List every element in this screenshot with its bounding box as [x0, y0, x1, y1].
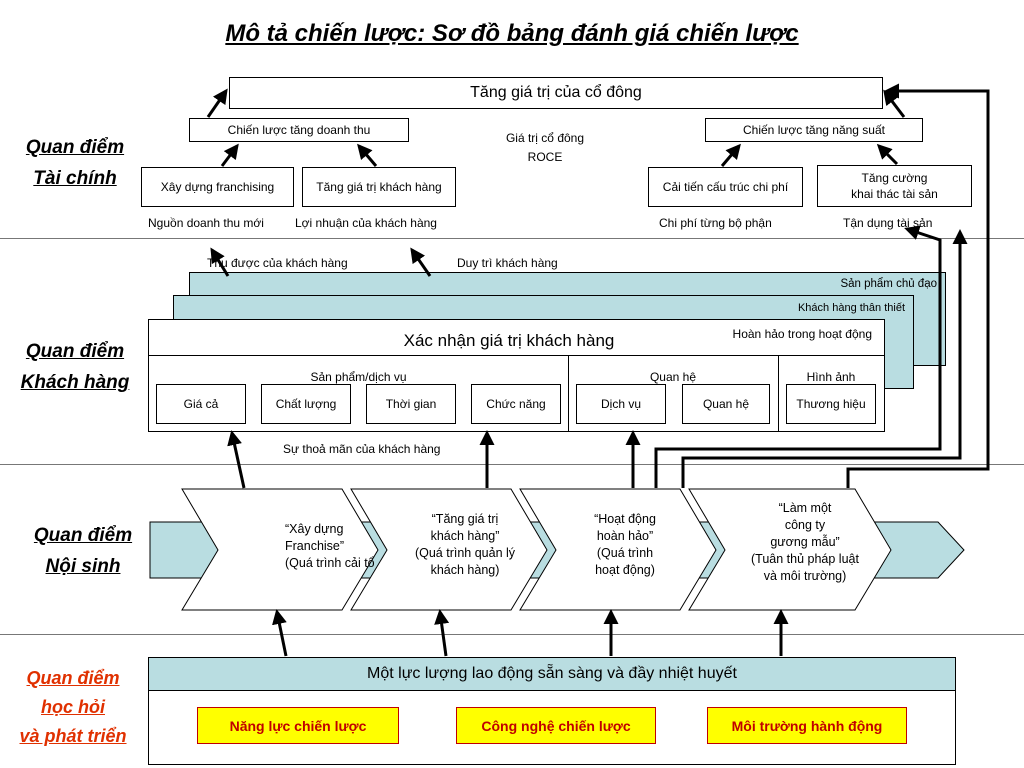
revenue-strategy-box: Chiến lược tăng doanh thu [189, 118, 409, 142]
franchise-process-label: “Xây dựng Franchise” (Quá trình cải tổ [285, 522, 375, 570]
operations-process-label: “Hoạt động hoàn hảo” (Quá trình hoạt độn… [594, 512, 656, 577]
section-divider [0, 464, 1024, 465]
label-line: Khách hàng [20, 372, 130, 394]
arrow [654, 225, 942, 488]
arrow [357, 143, 378, 167]
label-line: và phát triển [19, 725, 127, 746]
asset-utilization-box: Tăng cường khai thác tài sản [817, 165, 972, 207]
relationship-group-label: Quan hệ [649, 370, 697, 384]
arrow [720, 143, 741, 167]
metric-line: ROCE [527, 150, 563, 165]
quality-attribute: Chất lượng [261, 384, 351, 424]
operational-excellence-label: Hoàn hảo trong hoạt động [732, 327, 872, 341]
arrow [206, 88, 228, 118]
customer-value-box: Tăng giá trị khách hàng [302, 167, 456, 207]
financial-perspective-label: Quan điểm Tài chính [0, 132, 150, 195]
layer-label: Sản phẩm chủ đạo [840, 278, 937, 290]
arrow [876, 143, 899, 166]
label-line: Quan điểm [25, 137, 125, 158]
arrow [227, 430, 246, 489]
products-group-label: Sản phẩm/dịch vụ [310, 370, 407, 384]
shareholder-metric: Giá trị cổ đông ROCE [470, 129, 620, 167]
page-title: Mô tả chiến lược: Sơ đồ bảng đánh giá ch… [225, 20, 799, 47]
arrow [434, 609, 450, 657]
process-chevron [350, 488, 548, 611]
label-line: Quan điểm [25, 341, 125, 362]
arrow [681, 229, 968, 488]
value-proposition-title: Xác nhận giá trị khách hàng [403, 331, 615, 350]
box-line: khai thác tài sản [851, 187, 938, 201]
arrow [220, 143, 239, 167]
retention-label: Duy trì khách hàng [457, 256, 558, 270]
compliance-process-label: “Làm một công ty gương mẫu” (Tuân thủ ph… [751, 501, 859, 583]
customer-perspective-label: Quan điểm Khách hàng [0, 336, 150, 399]
new-revenue-label: Nguồn doanh thu mới [148, 216, 264, 230]
image-group-label: Hình ảnh [806, 370, 856, 384]
service-attribute: Dịch vụ [576, 384, 666, 424]
metric-line: Giá trị cổ đông [505, 131, 585, 145]
customer-profit-label: Lợi nhuận của khách hàng [295, 216, 437, 230]
relationship-attribute: Quan hệ [682, 384, 770, 424]
divider [778, 355, 779, 432]
label-line: Quan điểm [26, 668, 120, 688]
time-attribute: Thời gian [366, 384, 456, 424]
label-line: học hỏi [41, 696, 105, 717]
box-line: Tăng cường [861, 170, 928, 185]
arrow [410, 247, 432, 277]
productivity-strategy-box: Chiến lược tăng năng suất [705, 118, 923, 142]
price-attribute: Giá cả [156, 384, 246, 424]
workforce-header: Một lực lượng lao động sẵn sàng và đầy n… [149, 658, 955, 691]
arrow [883, 89, 906, 118]
section-divider [0, 238, 1024, 239]
customer-satisfaction-label: Sự thoả mãn của khách hàng [283, 442, 441, 456]
brand-attribute: Thương hiệu [786, 384, 876, 424]
learning-perspective-label: Quan điểm học hỏi và phát triển [0, 664, 148, 750]
label-line: Tài chính [33, 168, 117, 190]
arrow [272, 609, 288, 657]
action-climate-box: Môi trường hành động [707, 707, 907, 744]
unit-cost-label: Chi phí từng bộ phận [659, 216, 772, 230]
acquisition-label: Thu được của khách hàng [207, 256, 348, 270]
arrow [210, 247, 230, 277]
franchising-box: Xây dựng franchising [141, 167, 294, 207]
arrow [846, 83, 990, 488]
divider [149, 355, 884, 356]
strategic-technology-box: Công nghệ chiến lược [456, 707, 656, 744]
internal-perspective-label: Quan điểm Nội sinh [8, 520, 158, 583]
function-attribute: Chức năng [471, 384, 561, 424]
label-line: Quan điểm [33, 525, 133, 546]
layer-label: Khách hàng thân thiết [797, 302, 905, 314]
divider [568, 355, 569, 432]
customer-management-process-label: “Tăng giá trị khách hàng” (Quá trình quả… [414, 512, 516, 577]
process-chevron [181, 488, 379, 611]
section-divider [0, 634, 1024, 635]
process-chevron [519, 488, 717, 611]
label-line: Nội sinh [45, 556, 121, 578]
cost-structure-box: Cải tiến cấu trúc chi phí [648, 167, 803, 207]
shareholder-value-box: Tăng giá trị của cổ đông [229, 77, 883, 109]
strategic-competency-box: Năng lực chiến lược [197, 707, 399, 744]
process-chevron [688, 488, 892, 611]
